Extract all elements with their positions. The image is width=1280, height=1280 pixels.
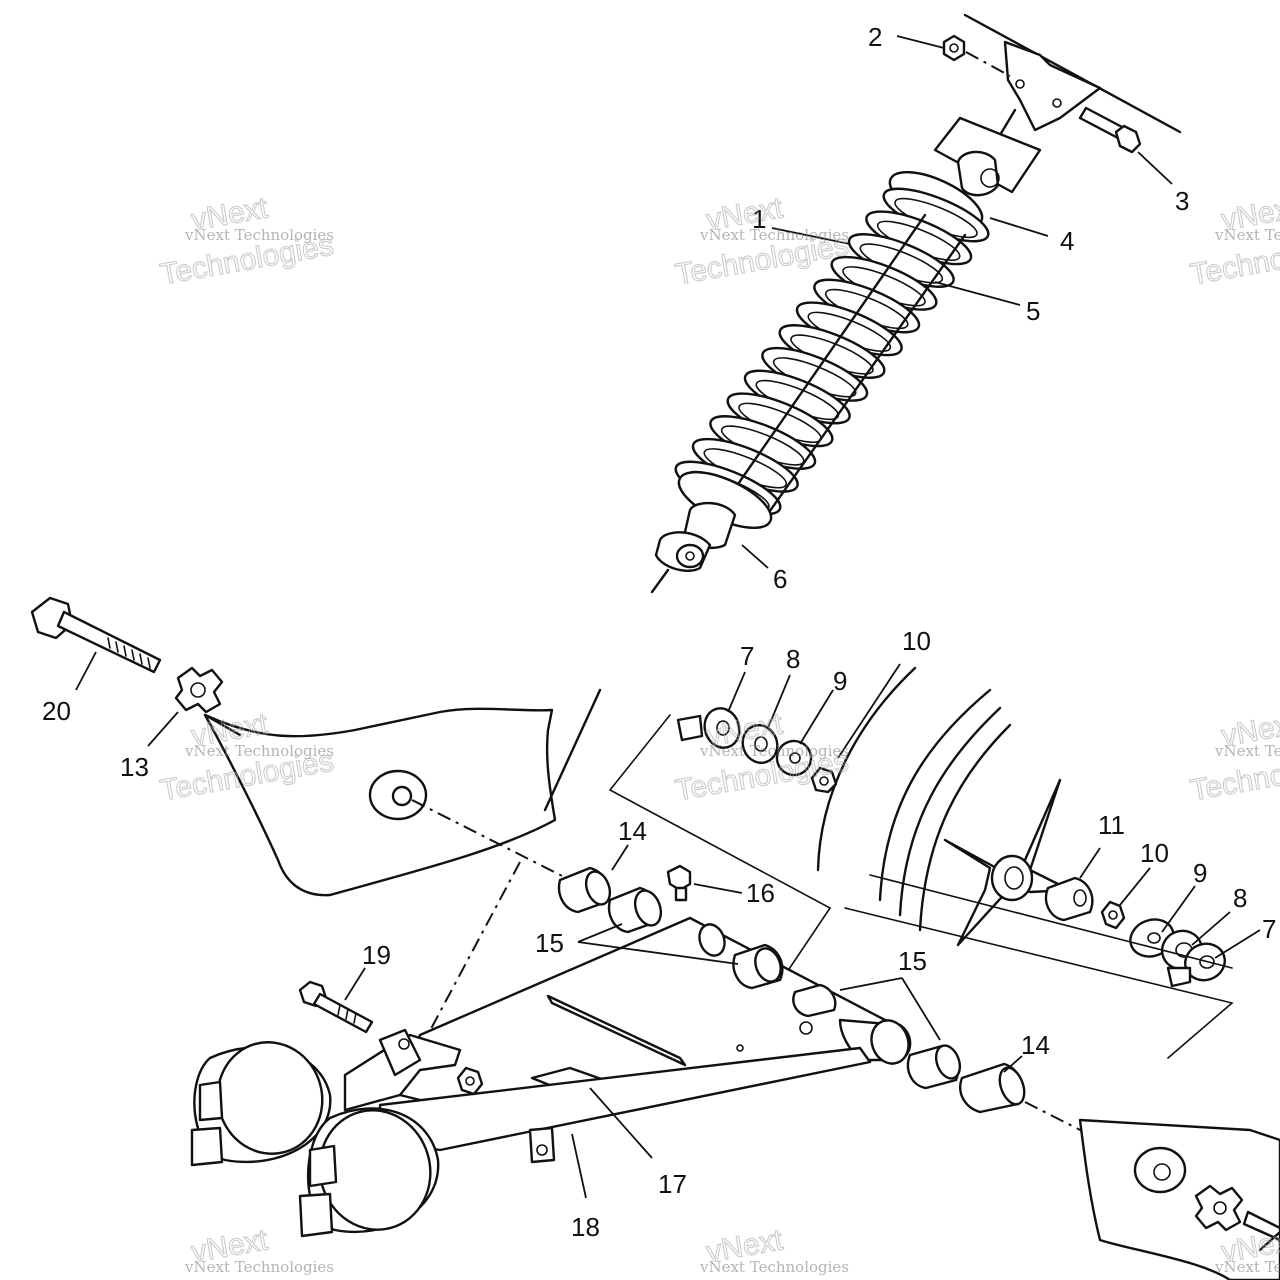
svg-text:vNext Technologies: vNext Technologies	[1214, 742, 1280, 760]
callout-9-right: 9	[1193, 858, 1207, 888]
callout-labels: 2 3 1 4 5 6 7 8 9 10 11 10 9 8 7 20 13 1…	[42, 22, 1276, 1242]
watermark-5: vNext vNext Technologies Technologies	[672, 707, 851, 808]
washer-part-9-upper	[775, 739, 813, 777]
callout-16: 16	[746, 878, 775, 908]
callout-2: 2	[868, 22, 882, 52]
watermark-6: vNext vNext Technologies Technologies	[1187, 707, 1280, 808]
callout-9-upper: 9	[833, 666, 847, 696]
callout-13: 13	[120, 752, 149, 782]
callout-3: 3	[1175, 186, 1189, 216]
watermark-7: vNext vNext Technologies	[184, 1223, 334, 1276]
frame-mount-bracket	[963, 13, 1182, 137]
bushing-part-15-right	[906, 1044, 962, 1090]
shock-absorber	[650, 116, 1042, 594]
nut-part-2	[942, 34, 1011, 77]
bushing-part-14-left	[557, 866, 612, 914]
axis-line-right	[1024, 1101, 1091, 1136]
callout-10-right: 10	[1140, 838, 1169, 868]
axis-line-vertical	[424, 861, 521, 1041]
svg-text:vNext Technologies: vNext Technologies	[699, 1258, 849, 1276]
watermark-1: vNext vNext Technologies Technologies	[157, 191, 336, 292]
callout-15-right: 15	[898, 946, 927, 976]
right-side-plate	[1078, 1118, 1280, 1280]
svg-text:vNext Technologies: vNext Technologies	[1214, 226, 1280, 244]
callout-10-upper: 10	[902, 626, 931, 656]
callout-19: 19	[362, 940, 391, 970]
callout-7-right: 7	[1262, 914, 1276, 944]
bolt-part-3	[1078, 106, 1142, 154]
lock-part-7-upper	[676, 707, 741, 749]
callout-6: 6	[773, 564, 787, 594]
watermark-3: vNext vNext Technologies Technologies	[1187, 191, 1280, 292]
callout-8-upper: 8	[786, 644, 800, 674]
callout-20: 20	[42, 696, 71, 726]
bolt-part-19	[298, 980, 374, 1034]
callout-7-upper: 7	[740, 641, 754, 671]
callout-15-left: 15	[535, 928, 564, 958]
swing-arm-part-18	[190, 916, 912, 1238]
svg-text:vNext Technologies: vNext Technologies	[184, 1258, 334, 1276]
callout-11: 11	[1098, 810, 1125, 840]
axis-line-left	[411, 799, 571, 881]
bushing-part-15-left	[607, 886, 663, 934]
svg-text:vNext Technologies: vNext Technologies	[184, 226, 334, 244]
leader-lines	[75, 35, 1261, 1199]
lock-part-7-right	[1166, 942, 1226, 988]
pivot-bolt-part-20	[30, 596, 162, 674]
spacer-part-11	[1044, 876, 1094, 922]
nut-part-10-upper	[810, 766, 838, 794]
callout-18: 18	[571, 1212, 600, 1242]
callout-14-right: 14	[1021, 1030, 1050, 1060]
left-side-plate	[203, 688, 602, 897]
watermark-8: vNext vNext Technologies	[699, 1223, 849, 1276]
svg-text:vNext Technologies: vNext Technologies	[184, 742, 334, 760]
callout-8-right: 8	[1233, 883, 1247, 913]
watermark-2: vNext vNext Technologies Technologies	[672, 191, 851, 292]
washer-part-8-upper	[741, 724, 779, 764]
lock-plate-part-13	[174, 666, 224, 714]
axle-outline	[608, 714, 1234, 1059]
svg-text:vNext Technologies: vNext Technologies	[699, 226, 849, 244]
wheel-hub	[816, 666, 1072, 947]
svg-text:vNext Technologies: vNext Technologies	[699, 742, 849, 760]
callout-1: 1	[752, 204, 766, 234]
callout-17: 17	[658, 1169, 687, 1199]
svg-text:vNext Technologies: vNext Technologies	[1214, 1258, 1280, 1276]
callout-5: 5	[1026, 296, 1040, 326]
callout-14-left: 14	[618, 816, 647, 846]
bushing-part-14-right	[959, 1062, 1026, 1114]
nut-part-10-right	[1100, 900, 1126, 930]
grease-fitting-part-16	[666, 864, 692, 902]
callout-4: 4	[1060, 226, 1074, 256]
watermarks: vNext vNext Technologies Technologies vN…	[157, 191, 1280, 1276]
